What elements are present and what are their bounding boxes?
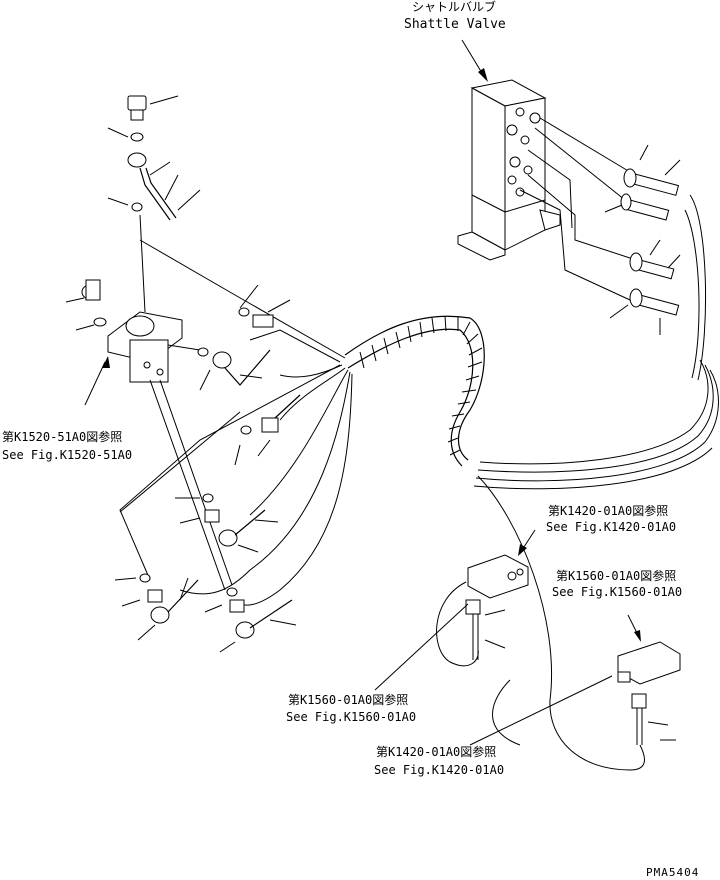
- drawing-number: PMA5404: [646, 866, 700, 879]
- ref-label-k1520-en: See Fig.K1520-51A0: [2, 448, 133, 462]
- leader-line: [119, 411, 241, 513]
- right-fittings: [604, 144, 681, 335]
- right-loop-lines: [473, 359, 719, 490]
- ref-label-k1420-upper-en: See Fig.K1420-01A0: [546, 520, 677, 534]
- shuttle-valve-label-jp: シャトルバルブ: [412, 0, 497, 14]
- ref-label-k1560-right-jp: 第K1560-01A0図参照: [556, 569, 677, 583]
- ref-label-k1560-center-en: See Fig.K1560-01A0: [286, 710, 417, 724]
- hose-bundle: [119, 239, 353, 606]
- shuttle-valve-label-en: Shattle Valve: [404, 17, 506, 32]
- shuttle-hoses: [519, 117, 707, 381]
- center-valve: [374, 529, 536, 691]
- spiral-hose-guard: [344, 315, 485, 467]
- ref-label-k1520-jp: 第K1520-51A0図参照: [2, 430, 123, 444]
- ref-label-k1420-lower-en: See Fig.K1420-01A0: [374, 763, 505, 777]
- ref-label-k1420-upper-jp: 第K1420-01A0図参照: [548, 504, 669, 518]
- ref-label-k1560-center-jp: 第K1560-01A0図参照: [288, 693, 409, 707]
- shuttle-valve: [457, 39, 561, 261]
- left-fittings: [65, 95, 301, 653]
- right-lower-valve: [469, 475, 681, 771]
- ref-label-k1560-right-en: See Fig.K1560-01A0: [552, 585, 683, 599]
- ref-label-k1420-lower-jp: 第K1420-01A0図参照: [376, 745, 497, 759]
